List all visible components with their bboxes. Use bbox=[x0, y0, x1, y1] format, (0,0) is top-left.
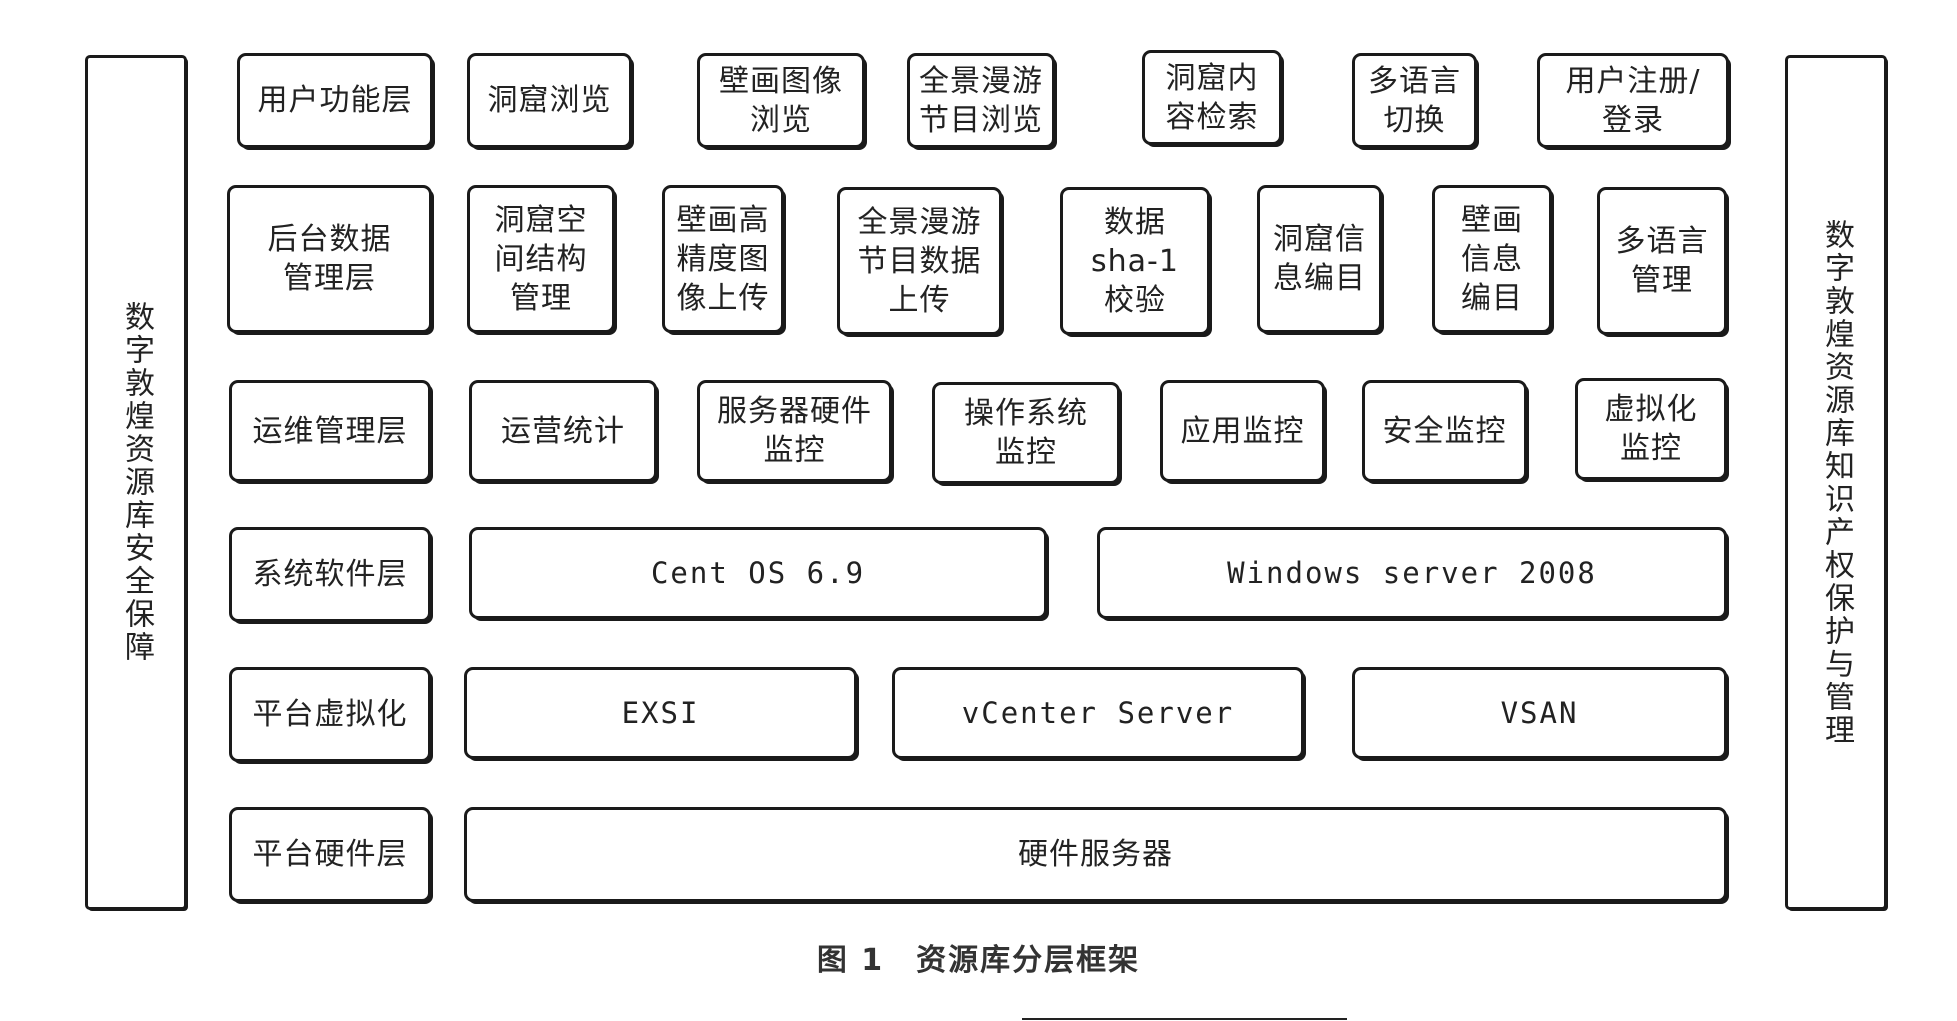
virtualization-vcenter: vCenter Server bbox=[892, 667, 1304, 759]
module-sha1-verify: 数据 sha-1 校验 bbox=[1060, 187, 1210, 335]
module-label: 壁画图像 浏览 bbox=[719, 63, 843, 138]
module-cave-info-catalog: 洞窟信 息编目 bbox=[1257, 185, 1382, 333]
module-label: Windows server 2008 bbox=[1227, 556, 1597, 590]
module-security-monitor: 安全监控 bbox=[1362, 380, 1527, 482]
layer-label-om-management: 运维管理层 bbox=[229, 380, 431, 482]
layer-label-system-software: 系统软件层 bbox=[229, 527, 431, 622]
software-centos: Cent OS 6.9 bbox=[469, 527, 1047, 619]
virtualization-exsi: EXSI bbox=[464, 667, 857, 759]
module-label: 多语言 管理 bbox=[1615, 224, 1709, 298]
module-user-register-login: 用户注册/ 登录 bbox=[1537, 53, 1729, 148]
layer-label-backend-data: 后台数据 管理层 bbox=[227, 185, 432, 333]
module-operation-statistics: 运营统计 bbox=[469, 380, 657, 482]
right-side-column: 数字敦煌资源库知识产权保护与管理 bbox=[1785, 55, 1887, 910]
left-side-column: 数字敦煌资源库安全保障 bbox=[85, 55, 187, 910]
module-label: 虚拟化 监控 bbox=[1604, 392, 1698, 466]
module-label: 运营统计 bbox=[501, 413, 625, 449]
figure-caption: 图 1 资源库分层框架 bbox=[816, 943, 1141, 978]
module-language-switch: 多语言 切换 bbox=[1352, 53, 1477, 148]
module-label: 应用监控 bbox=[1180, 413, 1305, 449]
module-label: 安全监控 bbox=[1382, 413, 1507, 449]
module-label: 洞窟空 间结构 管理 bbox=[494, 202, 588, 316]
layer-name: 平台硬件层 bbox=[252, 837, 408, 872]
module-cave-browse: 洞窟浏览 bbox=[467, 53, 632, 148]
module-label: 用户注册/ 登录 bbox=[1565, 63, 1701, 138]
module-label: 洞窟浏览 bbox=[487, 83, 612, 118]
right-side-label: 数字敦煌资源库知识产权保护与管理 bbox=[1819, 218, 1854, 747]
layer-label-platform-virtualization: 平台虚拟化 bbox=[229, 667, 431, 762]
layer-name: 运维管理层 bbox=[252, 413, 408, 449]
module-label: 洞窟信 息编目 bbox=[1273, 222, 1366, 296]
left-side-label: 数字敦煌资源库安全保障 bbox=[119, 301, 154, 664]
module-label: 服务器硬件 监控 bbox=[717, 394, 872, 468]
module-label: 全景漫游 节目浏览 bbox=[919, 63, 1043, 138]
module-label: Cent OS 6.9 bbox=[650, 556, 866, 590]
module-os-monitor: 操作系统 监控 bbox=[932, 382, 1120, 484]
layer-label-user-function: 用户功能层 bbox=[237, 53, 433, 148]
layer-name: 用户功能层 bbox=[257, 83, 413, 118]
module-label: 操作系统 监控 bbox=[964, 396, 1088, 470]
layer-name: 系统软件层 bbox=[252, 557, 408, 592]
module-label: EXSI bbox=[621, 696, 700, 730]
module-server-hardware-monitor: 服务器硬件 监控 bbox=[697, 380, 892, 482]
footnote-rule bbox=[1022, 1018, 1347, 1020]
module-label: 全景漫游 节目数据 上传 bbox=[857, 204, 982, 318]
module-mural-hires-upload: 壁画高 精度图 像上传 bbox=[662, 185, 784, 333]
module-mural-info-catalog: 壁画 信息 编目 bbox=[1432, 185, 1552, 333]
module-label: 多语言 切换 bbox=[1368, 63, 1461, 138]
layer-label-platform-hardware: 平台硬件层 bbox=[229, 807, 431, 902]
module-mural-image-browse: 壁画图像 浏览 bbox=[697, 53, 865, 148]
module-label: 壁画 信息 编目 bbox=[1461, 202, 1523, 316]
software-windows-server: Windows server 2008 bbox=[1097, 527, 1727, 619]
module-multilang-management: 多语言 管理 bbox=[1597, 187, 1727, 335]
virtualization-vsan: VSAN bbox=[1352, 667, 1727, 759]
module-application-monitor: 应用监控 bbox=[1160, 380, 1325, 482]
module-cave-spatial-structure: 洞窟空 间结构 管理 bbox=[467, 185, 615, 333]
module-label: VSAN bbox=[1500, 696, 1579, 730]
layer-name: 后台数据 管理层 bbox=[267, 222, 392, 296]
module-cave-content-search: 洞窟内 容检索 bbox=[1142, 50, 1282, 145]
module-label: 数据 sha-1 校验 bbox=[1091, 204, 1179, 318]
layer-name: 平台虚拟化 bbox=[252, 697, 408, 732]
module-panorama-browse: 全景漫游 节目浏览 bbox=[907, 53, 1055, 148]
module-label: vCenter Server bbox=[961, 696, 1235, 730]
module-panorama-data-upload: 全景漫游 节目数据 上传 bbox=[837, 187, 1002, 335]
module-label: 硬件服务器 bbox=[1018, 837, 1173, 872]
hardware-server: 硬件服务器 bbox=[464, 807, 1727, 902]
module-label: 洞窟内 容检索 bbox=[1165, 60, 1259, 135]
module-label: 壁画高 精度图 像上传 bbox=[676, 202, 770, 316]
module-virtualization-monitor: 虚拟化 监控 bbox=[1575, 378, 1727, 480]
